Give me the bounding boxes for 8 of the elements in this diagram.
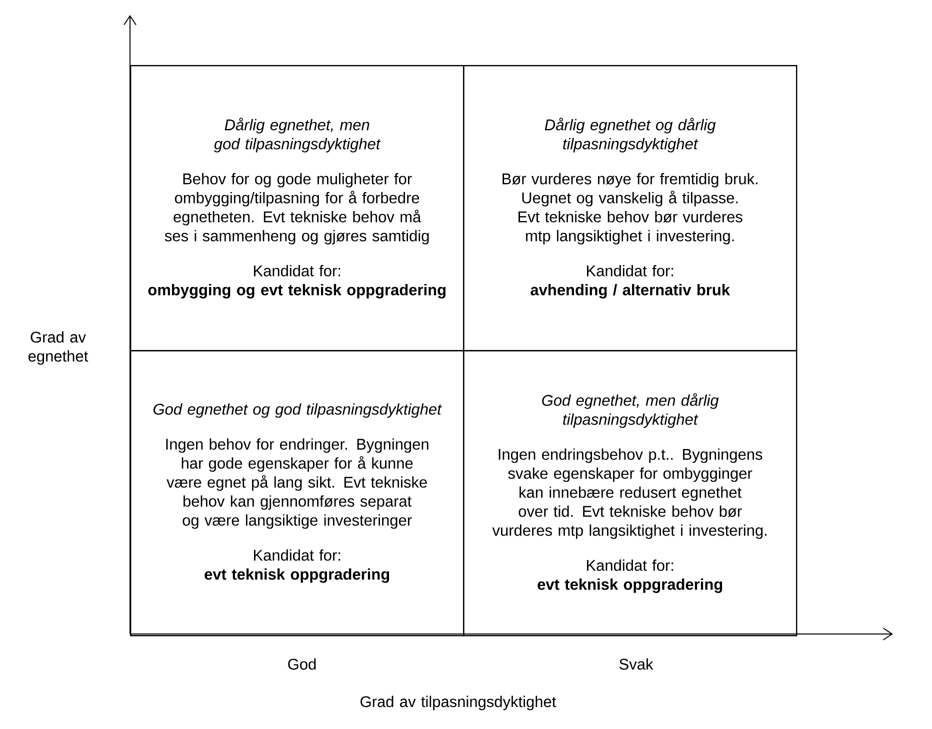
- quadrant-box: Dårlig egnethet og dårlig tilpasningsdyktighet Bør vurderes nøye for fremtidig bruk. Uegnet og vanskelig å tilpasse. Evt tekniske behov bør vurderes mtp langsiktighet i investering. Kandidat for: avhending / alternativ bruk: [463, 65, 798, 352]
- axis-label: Grad av egnethet: [28, 331, 88, 365]
- quadrant-box: God egnethet og god tilpasningsdyktighet Ingen behov for endringer. Bygningen har gode egenskaper for å kunne være egnet på lang sikt. Evt tekniske behov kan gjennomføres separat og være langsiktige investeringer Kandidat for: evt teknisk oppgradering: [130, 350, 464, 636]
- axis-label: God: [288, 658, 316, 670]
- quadrant-box: Dårlig egnethet, men god tilpasningsdyktighet Behov for og gode muligheter for ombygging/tilpasning for å forbedre egnetheten. Evt tekniske behov må ses i sammenheng og gjøres samtidig Kandidat for: ombygging og evt teknisk oppgradering: [130, 65, 464, 352]
- axis-label: Grad av tilpasningsdyktighet: [360, 696, 556, 710]
- quadrant-box: God egnethet, men dårlig tilpasningsdyktighet Ingen endringsbehov p.t.. Bygningens svake egenskaper for ombygginger kan innebære redusert egnethet over tid. Evt tekniske behov bør vurderes mtp langsiktighet i investering. Kandidat for: evt teknisk oppgradering: [463, 350, 798, 636]
- axis-label: Svak: [619, 658, 654, 670]
